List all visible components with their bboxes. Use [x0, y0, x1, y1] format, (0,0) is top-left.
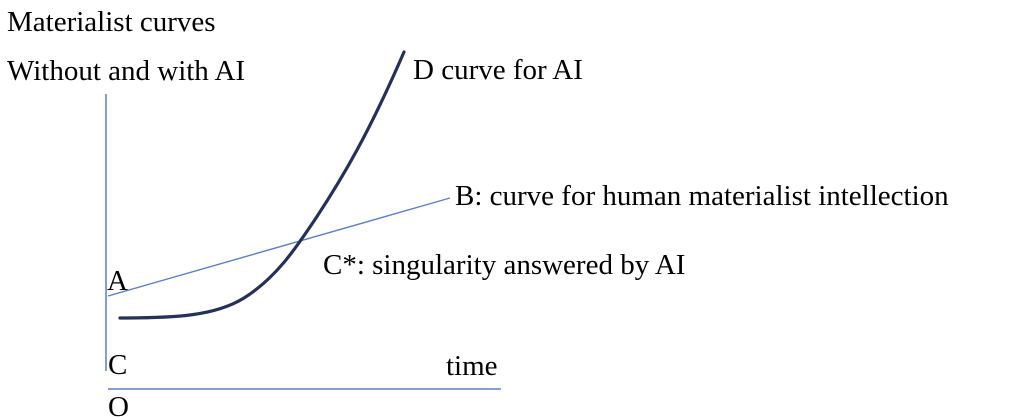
time-axis-label: time	[446, 350, 498, 382]
point-c-label: C	[108, 349, 127, 381]
singularity-label: C*: singularity answered by AI	[323, 249, 685, 281]
point-a-label: A	[107, 265, 128, 297]
curve-b-label: B: curve for human materialist intellect…	[455, 180, 949, 212]
diagram-title-line-2: Without and with AI	[7, 55, 245, 87]
curve-d-label: D curve for AI	[413, 54, 583, 86]
ai-curve-d	[118, 50, 406, 320]
human-curve-b	[107, 197, 451, 297]
origin-label: O	[108, 391, 129, 418]
diagram-title-line-1: Materialist curves	[7, 6, 216, 38]
